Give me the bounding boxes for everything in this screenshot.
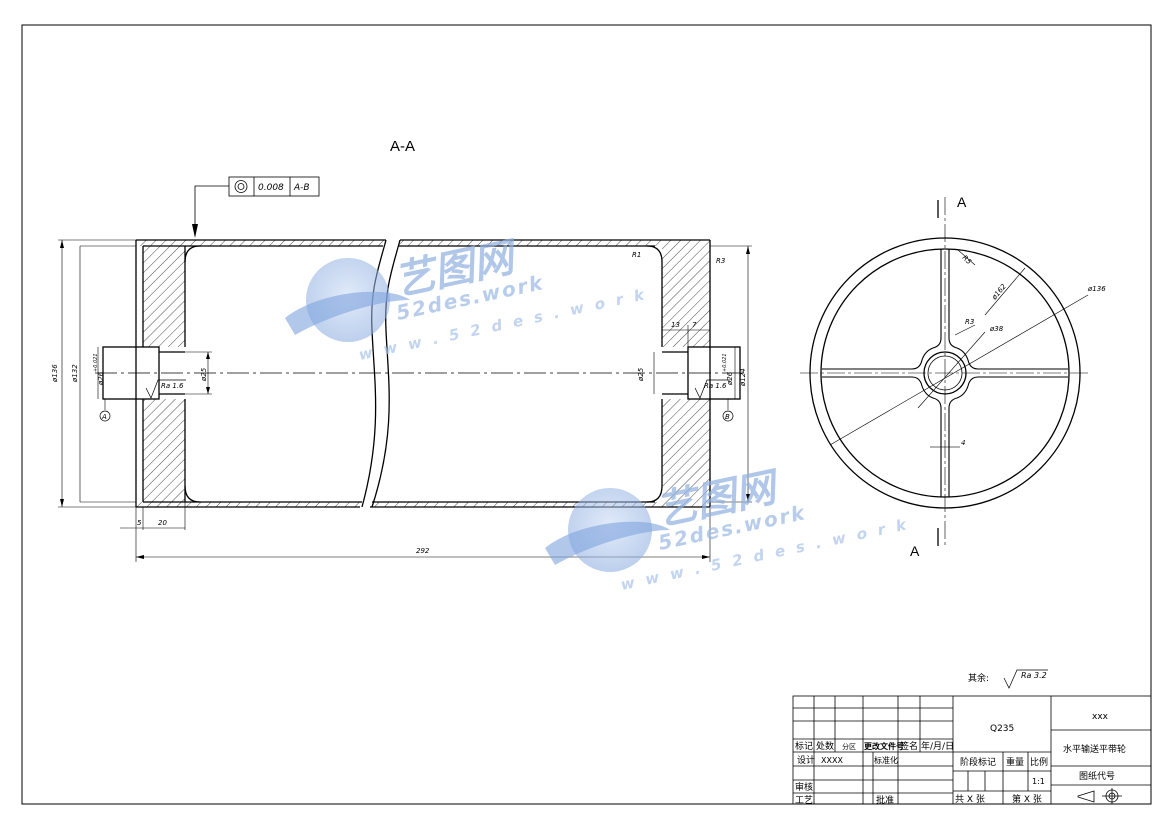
end-view: A A ø136 ø162 R5 R3 ø38 4 bbox=[800, 194, 1106, 559]
dim-right-diameter: ø124 bbox=[739, 368, 747, 387]
sheet-border bbox=[21, 24, 1152, 805]
tb-sheet-no: 第 X 张 bbox=[1012, 793, 1042, 805]
section-view-title: A-A bbox=[390, 138, 415, 155]
tolerance-value: 0.008 bbox=[258, 183, 284, 193]
dim-bore-left: ø25 bbox=[200, 367, 208, 382]
tb-material: Q235 bbox=[990, 724, 1014, 734]
datum-b-label: B bbox=[725, 413, 730, 421]
dim-bore-right: ø25 bbox=[637, 367, 645, 382]
dim-bearing-left-tol: +0.021 bbox=[93, 353, 99, 372]
tb-header-count: 处数 bbox=[816, 740, 834, 752]
dim-d136: ø136 bbox=[1087, 285, 1106, 293]
tb-sheets-total: 共 X 张 bbox=[955, 794, 985, 805]
dim-overall-length: 292 bbox=[416, 547, 430, 555]
watermark-1: 艺图网 52des.work w w w . 5 2 d e s . w o r… bbox=[285, 234, 649, 364]
dim-d162: ø162 bbox=[990, 282, 1008, 302]
tb-header-mark: 标记 bbox=[795, 740, 813, 752]
dim-outer-diameter: ø136 bbox=[51, 364, 59, 383]
datum-markers: A B bbox=[99, 410, 734, 422]
datum-a-label: A bbox=[101, 413, 107, 421]
tb-review: 审核 bbox=[795, 781, 813, 793]
end-view-centerlines bbox=[800, 197, 1090, 545]
leader-arrow-icon bbox=[192, 224, 198, 238]
dim-radius-r1: R1 bbox=[632, 251, 641, 259]
tb-approve: 批准 bbox=[876, 794, 894, 806]
dim-radius-r3: R3 bbox=[716, 257, 725, 265]
roughness-note-label: 其余: bbox=[968, 672, 989, 684]
tb-header-signature: 签名 bbox=[900, 740, 918, 752]
dimension-arrows bbox=[60, 240, 750, 559]
roughness-symbols bbox=[145, 379, 730, 399]
tb-scale-label: 比例 bbox=[1030, 756, 1048, 768]
dim-bearing-right-tol: +0.021 bbox=[722, 353, 728, 372]
tb-header-doc-no: 更改文件号 bbox=[864, 741, 904, 751]
dim-web: 4 bbox=[961, 439, 965, 447]
dim-hub-width-2: 7 bbox=[692, 321, 697, 329]
projection-symbol-icon bbox=[1077, 788, 1122, 804]
tb-scale: 1:1 bbox=[1032, 777, 1045, 786]
roughness-left-value: Ra 1.6 bbox=[161, 382, 184, 390]
dim-hub-left: 20 bbox=[158, 519, 167, 527]
tb-part-name: 水平输送平带轮 bbox=[1063, 743, 1126, 755]
dim-inner-diameter: ø132 bbox=[71, 364, 79, 383]
roughness-note: 其余: Ra 3.2 bbox=[968, 669, 1048, 689]
tb-header-date: 年/月/日 bbox=[921, 740, 954, 752]
tb-design: 设计 bbox=[797, 754, 815, 766]
tb-drawing-no-label: 图纸代号 bbox=[1079, 770, 1115, 782]
dim-r5: R5 bbox=[961, 254, 974, 267]
dim-bearing-left: ø26 bbox=[97, 371, 105, 386]
title-block: Q235 xxx 水平输送平带轮 图纸代号 标记 处数 分区 更改文件号 签名 … bbox=[792, 695, 1152, 806]
tolerance-datum: A-B bbox=[293, 183, 310, 193]
section-view: A-A 0.008 A-B bbox=[51, 138, 752, 562]
dim-bearing-right: ø26 bbox=[726, 371, 734, 386]
section-mark-top: A bbox=[957, 194, 967, 210]
roughness-right-value: Ra 1.6 bbox=[704, 382, 727, 390]
hatched-sections bbox=[136, 240, 710, 507]
dim-d38: ø38 bbox=[989, 325, 1004, 333]
dim-wall-left: 5 bbox=[137, 519, 142, 527]
tb-designer: XXXX bbox=[821, 756, 843, 765]
tb-standardize: 标准化 bbox=[874, 755, 898, 765]
section-mark-bottom: A bbox=[910, 543, 920, 559]
dim-r3-end: R3 bbox=[965, 318, 974, 326]
tb-company: xxx bbox=[1092, 712, 1109, 722]
end-view-leaders bbox=[829, 249, 1089, 448]
tb-process: 工艺 bbox=[795, 795, 813, 806]
section-outline bbox=[102, 239, 741, 508]
roughness-note-value: Ra 3.2 bbox=[1021, 671, 1047, 680]
tb-stage: 阶段标记 bbox=[960, 756, 996, 768]
tb-weight: 重量 bbox=[1006, 756, 1024, 768]
spokes bbox=[822, 249, 1068, 497]
watermark-2: 艺图网 52des.work w w w . 5 2 d e s . w o r… bbox=[545, 464, 911, 594]
concentricity-icon bbox=[234, 180, 248, 193]
tolerance-frame: 0.008 A-B bbox=[192, 176, 320, 238]
tb-header-zone: 分区 bbox=[842, 742, 856, 751]
dim-hub-width-1: 13 bbox=[671, 321, 680, 329]
